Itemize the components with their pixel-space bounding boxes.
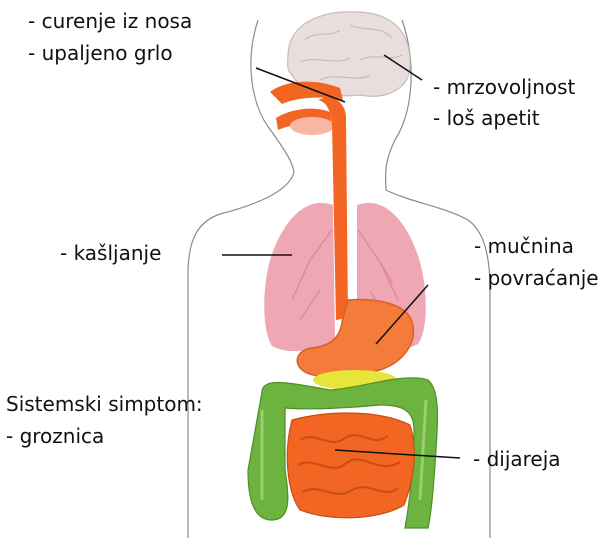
- small-intestine: [287, 413, 414, 518]
- label-irritability: - mrzovoljnost: [433, 75, 575, 99]
- label-systemic-heading: Sistemski simptom:: [6, 392, 203, 416]
- label-cough: - kašljanje: [60, 241, 161, 265]
- label-nausea: - mučnina: [474, 234, 574, 258]
- label-poor-appetite: - loš apetit: [433, 106, 540, 130]
- label-runny-nose: - curenje iz nosa: [28, 9, 192, 33]
- label-sore-throat: - upaljeno grlo: [28, 41, 173, 65]
- label-fever: - groznica: [6, 424, 104, 448]
- label-diarrhea: - dijareja: [473, 447, 561, 471]
- label-vomiting: - povraćanje: [474, 266, 599, 290]
